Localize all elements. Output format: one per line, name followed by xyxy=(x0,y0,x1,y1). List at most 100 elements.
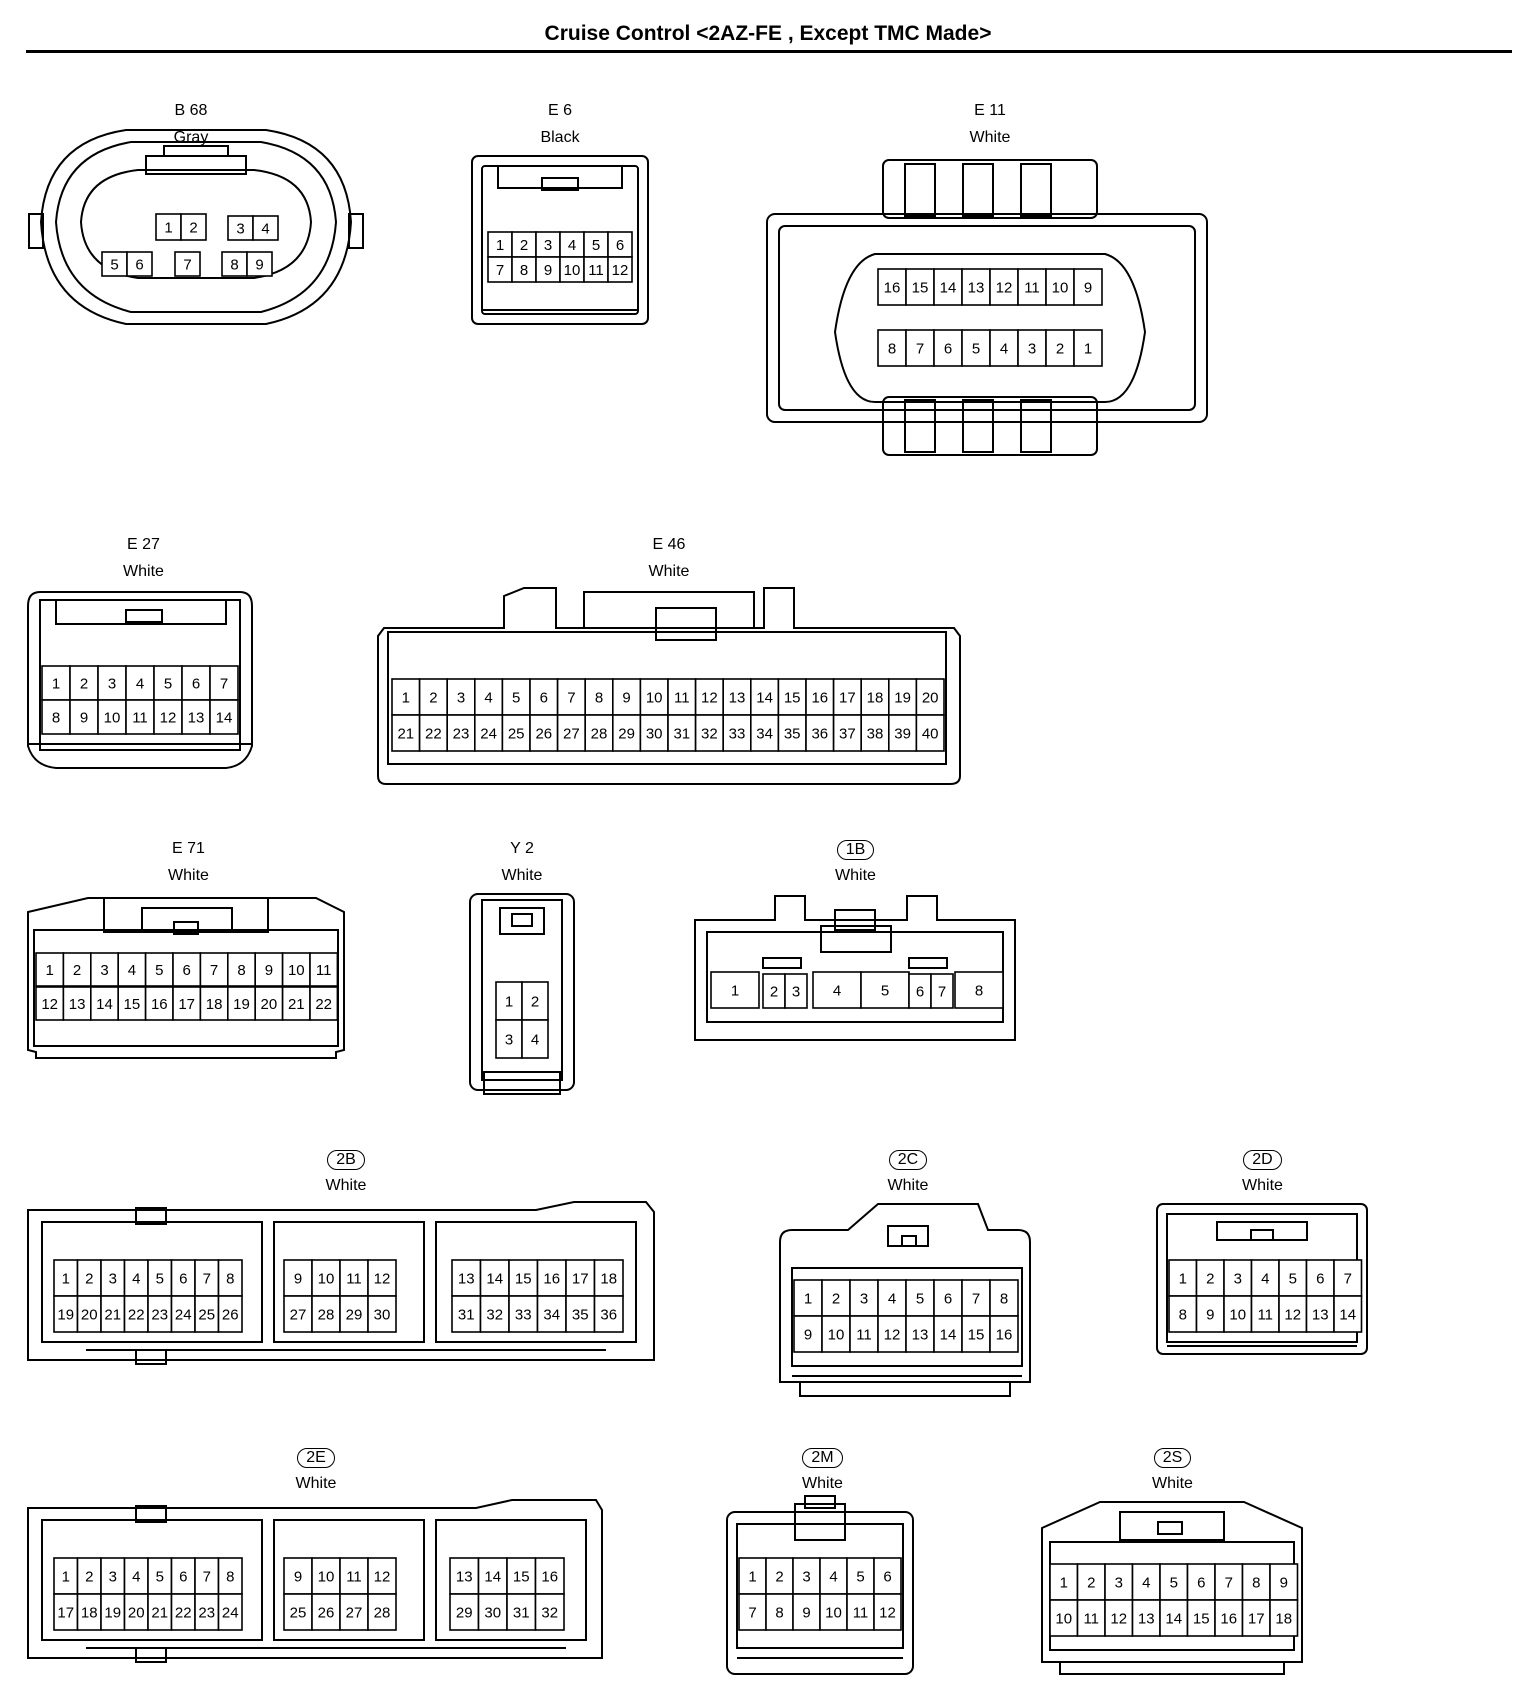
pin-cavity xyxy=(311,1593,341,1631)
pin-number: 17 xyxy=(178,996,195,1013)
pin-number: 6 xyxy=(883,1569,891,1586)
pin-number: 2 xyxy=(85,1271,93,1288)
pin-cavity xyxy=(887,678,918,716)
pin-cavity xyxy=(1076,1599,1106,1637)
pin-number: 10 xyxy=(1055,1611,1072,1628)
pin-number: 4 xyxy=(136,676,144,693)
pin-number: 12 xyxy=(996,280,1013,297)
pin-cavity xyxy=(339,1295,369,1333)
connector-id: E 6 xyxy=(470,102,650,120)
pin-cavity xyxy=(792,1593,821,1631)
pin-number: 2 xyxy=(80,676,88,693)
pin-number: 17 xyxy=(839,690,856,707)
pin-number: 4 xyxy=(531,1032,539,1049)
pin-number: 22 xyxy=(315,996,332,1013)
pin-number: 31 xyxy=(513,1605,530,1622)
pin-number: 14 xyxy=(1339,1307,1356,1324)
pin-number: 27 xyxy=(563,726,580,743)
pin-cavity xyxy=(501,678,531,716)
pin-cavity xyxy=(521,1019,549,1059)
pin-number: 36 xyxy=(811,726,828,743)
pin-number: 26 xyxy=(222,1307,239,1324)
pin-number: 15 xyxy=(124,996,141,1013)
pin-number: 12 xyxy=(374,1569,391,1586)
connector-housing-outline xyxy=(135,1207,167,1225)
pin-number: 10 xyxy=(104,710,121,727)
pin-cavity xyxy=(254,986,284,1021)
connector-housing-outline xyxy=(962,163,994,217)
pin-cavity xyxy=(534,1593,565,1631)
pin-number: 24 xyxy=(222,1605,239,1622)
pin-cavity xyxy=(506,1593,537,1631)
pin-number: 8 xyxy=(226,1271,234,1288)
pin-number: 6 xyxy=(944,1291,952,1308)
pin-number: 24 xyxy=(480,726,497,743)
pin-number: 33 xyxy=(729,726,746,743)
pin-cavity xyxy=(474,714,504,752)
connector-color: White xyxy=(123,563,164,580)
pin-number: 4 xyxy=(888,1291,896,1308)
pin-number: 11 xyxy=(856,1327,872,1344)
connector-housing-outline xyxy=(833,253,1147,403)
pin-cavity xyxy=(915,714,945,752)
pin-number: 5 xyxy=(972,341,980,358)
pin-number: 1 xyxy=(164,220,172,237)
connector-color: White xyxy=(1152,1475,1193,1492)
pin-cavity xyxy=(1223,1259,1253,1297)
pin-number: 7 xyxy=(220,676,228,693)
pin-number: 16 xyxy=(884,280,901,297)
connector-housing-outline xyxy=(499,907,545,935)
connector-id-label: 2M xyxy=(802,1448,843,1468)
pin-number: 3 xyxy=(1115,1575,1123,1592)
pin-cavity xyxy=(1241,1599,1271,1637)
pin-cavity xyxy=(612,714,642,752)
pin-number: 7 xyxy=(203,1271,211,1288)
pin-number: 12 xyxy=(612,262,629,279)
pin-number: 4 xyxy=(568,237,576,254)
connector-housing-outline xyxy=(54,141,338,313)
pin-number: 3 xyxy=(1234,1271,1242,1288)
pin-cavity xyxy=(1333,1295,1363,1333)
pin-number: 3 xyxy=(802,1569,810,1586)
connector-housing-outline xyxy=(41,1221,263,1343)
pin-cavity xyxy=(873,1557,902,1595)
pin-number: 27 xyxy=(346,1605,363,1622)
pin-number: 5 xyxy=(156,1271,164,1288)
connector-housing-outline xyxy=(778,225,1196,411)
pin-number: 1 xyxy=(1084,341,1092,358)
connector-housing-outline xyxy=(273,1519,425,1641)
pin-number: 18 xyxy=(206,996,223,1013)
connector-color: White xyxy=(325,1177,367,1194)
pin-cavity xyxy=(961,1315,991,1353)
pin-cavity xyxy=(367,1557,397,1595)
pin-number: 2 xyxy=(189,220,197,237)
connector-housing-outline xyxy=(348,213,364,249)
connector-housing-outline xyxy=(794,1503,846,1541)
pin-number: 40 xyxy=(922,726,939,743)
pin-number: 37 xyxy=(839,726,856,743)
pin-cavity xyxy=(418,714,448,752)
pin-cavity xyxy=(126,251,153,277)
pin-number: 6 xyxy=(1197,1575,1205,1592)
pin-number: 25 xyxy=(198,1307,215,1324)
pin-cavity xyxy=(1104,1563,1134,1601)
connector-color: White xyxy=(501,867,543,884)
pin-cavity xyxy=(117,952,147,987)
connector-housing-outline xyxy=(273,1221,425,1343)
connector-housing-outline xyxy=(820,925,892,953)
pin-cavity xyxy=(905,1279,935,1317)
connector-color: White xyxy=(802,1475,843,1492)
pin-number: 12 xyxy=(884,1327,901,1344)
connector-housing-outline xyxy=(55,599,227,625)
pin-number: 14 xyxy=(216,710,233,727)
pin-cavity xyxy=(283,1295,313,1333)
connector-id: Y 2 xyxy=(462,840,582,858)
pin-number: 4 xyxy=(1000,341,1008,358)
pin-number: 34 xyxy=(756,726,773,743)
pin-number: 27 xyxy=(290,1307,307,1324)
